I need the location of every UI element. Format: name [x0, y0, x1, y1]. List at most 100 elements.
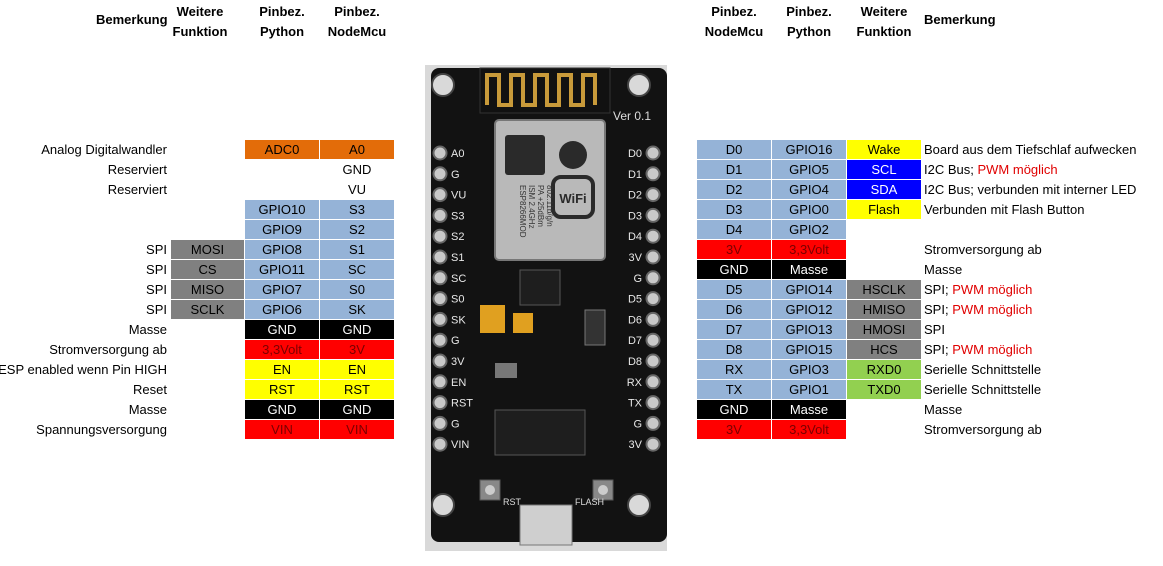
- board-pin-label: G: [451, 169, 460, 181]
- left-remark: SPI: [146, 282, 167, 297]
- right-function-cell: TXD0: [847, 380, 921, 399]
- right-function-header: Weitere Funktion: [856, 4, 912, 39]
- board-pin-hole: [432, 291, 448, 307]
- micro-usb-port: [519, 504, 573, 546]
- left-nodemcu-pin-cell: RST: [320, 380, 394, 399]
- left-nodemcu-pin-cell: 3V: [320, 340, 394, 359]
- right-remark-text: Stromversorgung ab: [924, 242, 1042, 257]
- left-nodemcu-pin-cell: S2: [320, 220, 394, 239]
- right-nodemcu-pin-cell: GND: [697, 400, 771, 419]
- board-pin-hole: [432, 207, 448, 223]
- right-remark: SPI; PWM möglich: [924, 280, 1032, 299]
- left-nodemcu-pin-cell: SC: [320, 260, 394, 279]
- board-pin-label: 3V: [451, 356, 465, 368]
- left-python-pin-cell: ADC0: [245, 140, 319, 159]
- left-python-pin-cell: GPIO10: [245, 200, 319, 219]
- left-nodemcu-header: Pinbez. NodeMcu: [327, 4, 387, 39]
- board-pin-label: RX: [627, 377, 643, 389]
- crystal: [584, 309, 606, 346]
- left-nodemcu-pin-cell: VIN: [320, 420, 394, 439]
- left-remark: SPI: [146, 302, 167, 317]
- board-pin-label: D0: [628, 148, 642, 160]
- board-pin-label: EN: [451, 377, 466, 389]
- board-pin-label: SK: [451, 314, 466, 326]
- right-remark: SPI; PWM möglich: [924, 340, 1032, 359]
- board-pin-hole: [645, 353, 661, 369]
- right-remark-text: SPI;: [924, 282, 949, 297]
- right-remark-text: Board aus dem Tiefschlaf aufwecken: [924, 142, 1137, 157]
- left-python-header: Pinbez. Python: [259, 4, 305, 39]
- left-python-pin-cell: GPIO6: [245, 300, 319, 319]
- board-pin-hole: [645, 291, 661, 307]
- board-pin-hole: [645, 145, 661, 161]
- right-remark-pwm-note: PWM möglich: [977, 162, 1058, 177]
- board-pin-label: VU: [451, 190, 466, 202]
- flash-button-label: FLASH: [575, 497, 604, 507]
- right-function-cell: HMISO: [847, 300, 921, 319]
- left-nodemcu-pin-cell: EN: [320, 360, 394, 379]
- right-nodemcu-pin-cell: D4: [697, 220, 771, 239]
- left-nodemcu-pin-cell: GND: [320, 400, 394, 419]
- board-pin-label: D3: [628, 210, 642, 222]
- right-nodemcu-header: Pinbez. NodeMcu: [704, 4, 764, 39]
- left-function-cell: SCLK: [171, 300, 244, 319]
- left-remark: Masse: [128, 402, 167, 417]
- board-pin-label: 3V: [629, 439, 643, 451]
- right-nodemcu-pin-cell: D1: [697, 160, 771, 179]
- board-pin-hole: [432, 166, 448, 182]
- right-function-cell: SCL: [847, 160, 921, 179]
- usb-serial-chip: [494, 409, 586, 456]
- board-pin-label: S3: [451, 210, 464, 222]
- board-pin-hole: [432, 436, 448, 452]
- board-pin-hole: [645, 332, 661, 348]
- board-pin-hole: [432, 332, 448, 348]
- right-remark-text: Verbunden mit Flash Button: [924, 202, 1085, 217]
- right-remark-text: Stromversorgung ab: [924, 422, 1042, 437]
- board-pin-hole: [645, 270, 661, 286]
- right-python-pin-cell: Masse: [772, 260, 846, 279]
- left-remark: Reset: [133, 382, 167, 397]
- right-nodemcu-pin-cell: TX: [697, 380, 771, 399]
- board-pin-label: A0: [451, 148, 464, 160]
- module-text-line: 802.11b/g/n: [545, 185, 554, 227]
- right-remark-text: Serielle Schnittstelle: [924, 382, 1042, 397]
- right-remark: Stromversorgung ab: [924, 240, 1042, 259]
- right-python-pin-cell: GPIO0: [772, 200, 846, 219]
- right-nodemcu-pin-cell: 3V: [697, 420, 771, 439]
- left-python-pin-cell: 3,3Volt: [245, 340, 319, 359]
- right-remark-text: SPI;: [924, 342, 949, 357]
- right-function-cell: RXD0: [847, 360, 921, 379]
- right-nodemcu-pin-cell: D5: [697, 280, 771, 299]
- left-function-cell: CS: [171, 260, 244, 279]
- mount-hole: [627, 73, 651, 97]
- right-python-pin-cell: GPIO15: [772, 340, 846, 359]
- left-nodemcu-pin-cell: S0: [320, 280, 394, 299]
- right-python-pin-cell: GPIO5: [772, 160, 846, 179]
- board-pin-hole: [432, 270, 448, 286]
- board-pin-hole: [645, 436, 661, 452]
- board-pin-label: S0: [451, 294, 464, 306]
- right-function-cell: Wake: [847, 140, 921, 159]
- right-nodemcu-pin-cell: RX: [697, 360, 771, 379]
- right-remark-text: I2C Bus; verbunden mit interner LED: [924, 182, 1137, 197]
- tantalum-capacitor: [513, 313, 533, 333]
- regulator-chip: [519, 269, 561, 306]
- board-pin-hole: [432, 228, 448, 244]
- board-pin-label: D4: [628, 231, 642, 243]
- right-nodemcu-pin-cell: GND: [697, 260, 771, 279]
- right-function-cell: HMOSI: [847, 320, 921, 339]
- board-pin-hole: [432, 145, 448, 161]
